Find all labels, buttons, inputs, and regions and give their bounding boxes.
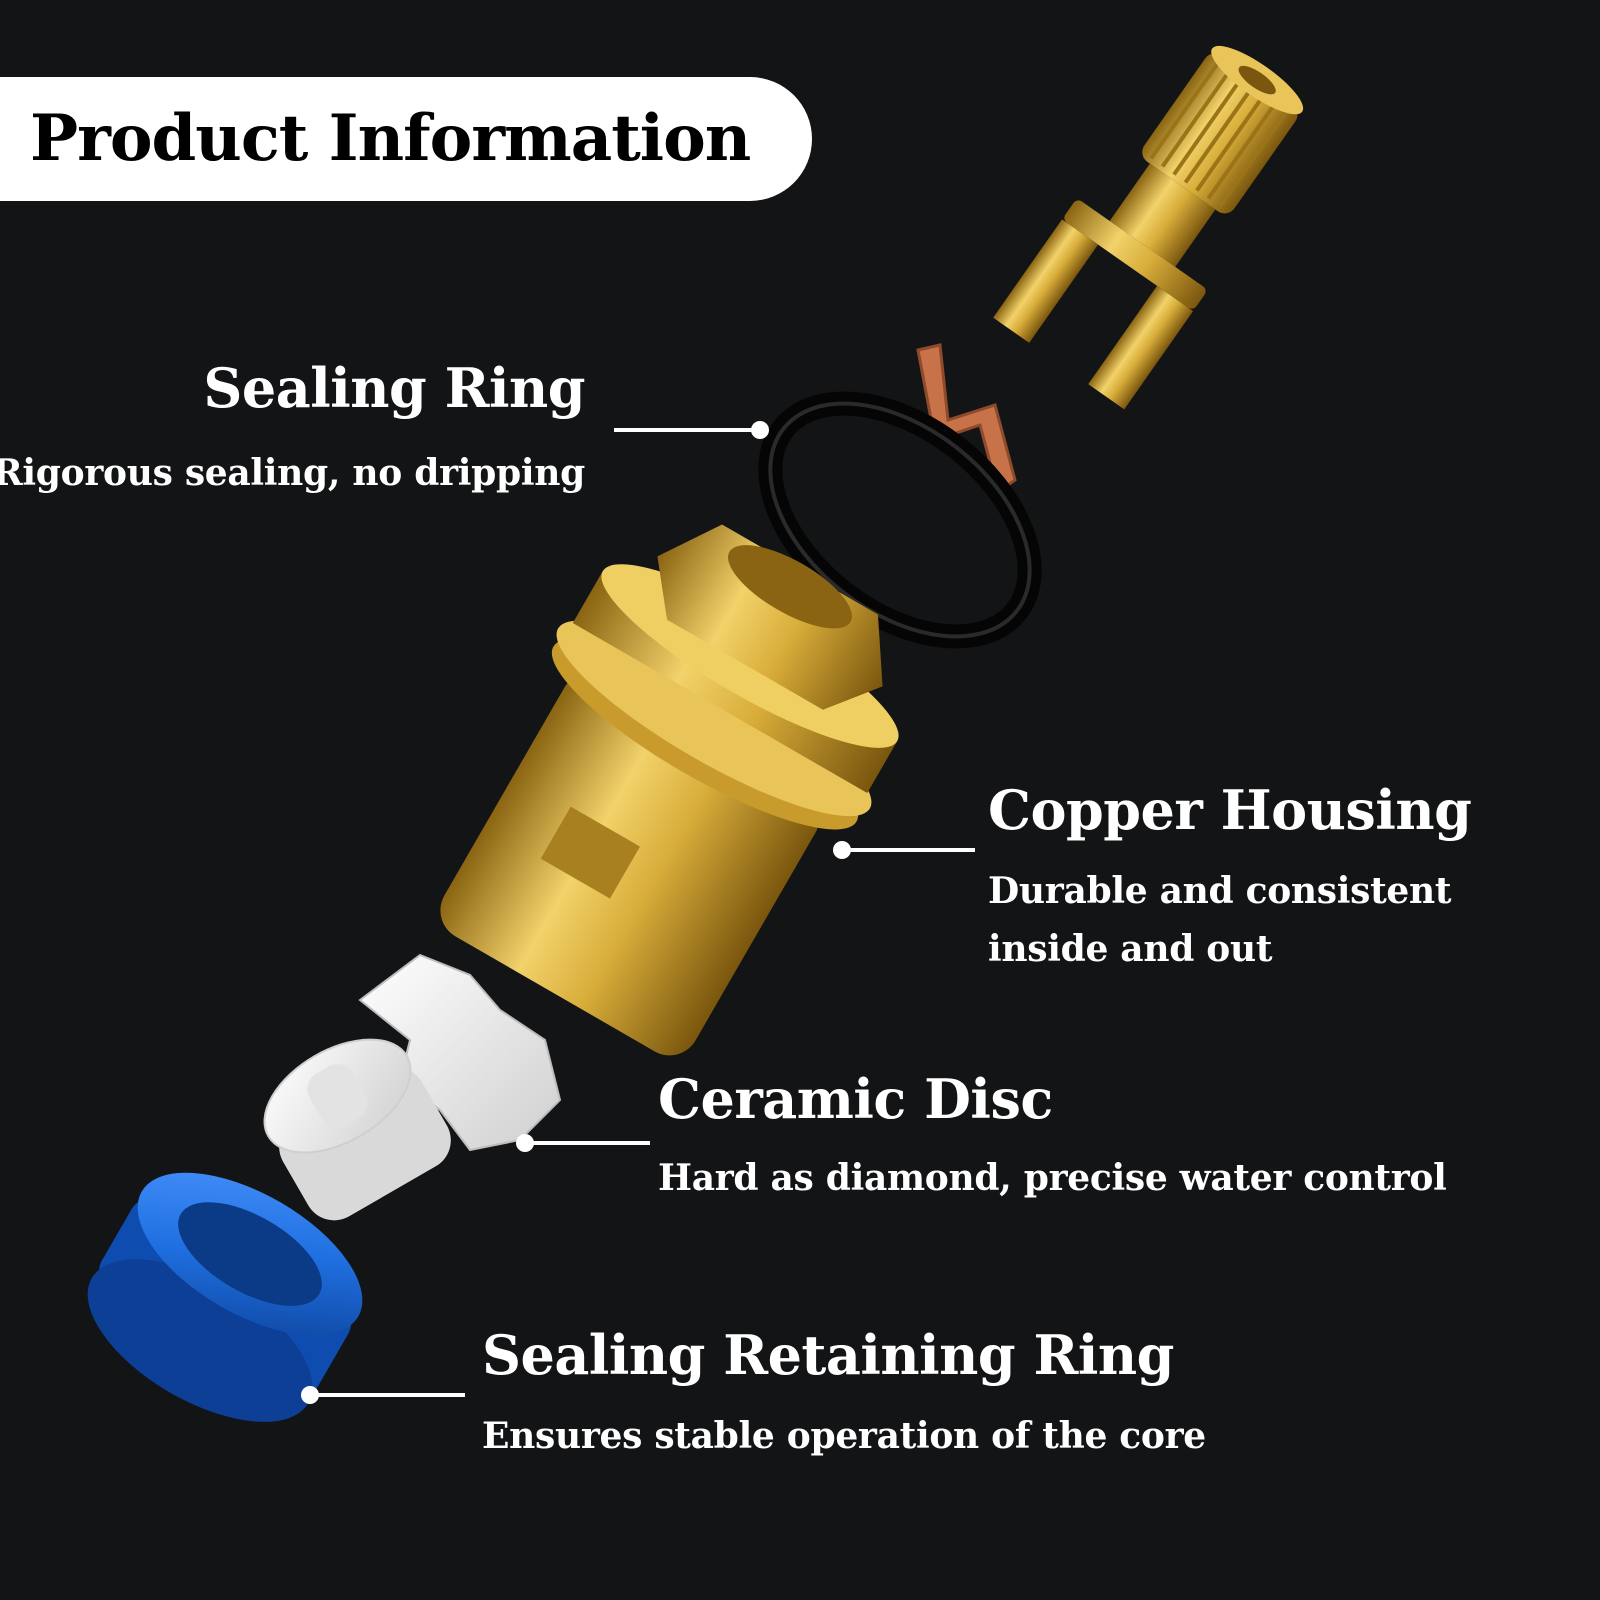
ceramic-disc-title: Ceramic Disc (658, 1067, 1053, 1131)
title-banner: Product Information (0, 77, 812, 201)
ceramic-disc-description: Hard as diamond, precise water control (658, 1157, 1447, 1199)
callout-copper-housing (833, 841, 975, 859)
o-ring-part (758, 391, 1042, 649)
page-title: Product Information (30, 101, 751, 176)
callout-ceramic-disc (516, 1134, 650, 1152)
sealing-retaining-ring-title: Sealing Retaining Ring (482, 1323, 1174, 1387)
sealing-retaining-ring-description: Ensures stable operation of the core (482, 1415, 1206, 1457)
sealing-ring-description: Rigorous sealing, no dripping (0, 452, 585, 494)
brass-stem (993, 45, 1304, 410)
copper-housing-description: Durable and consistent inside and out (988, 870, 1452, 970)
ceramic-disc-part (263, 953, 562, 1221)
callout-retaining-ring (301, 1386, 465, 1404)
callout-sealing-ring (614, 421, 769, 439)
sealing-ring-title: Sealing Ring (203, 356, 585, 420)
copper-housing-title: Copper Housing (988, 778, 1472, 842)
copper-housing-part (440, 524, 899, 1056)
retaining-ring-part (87, 1172, 363, 1422)
